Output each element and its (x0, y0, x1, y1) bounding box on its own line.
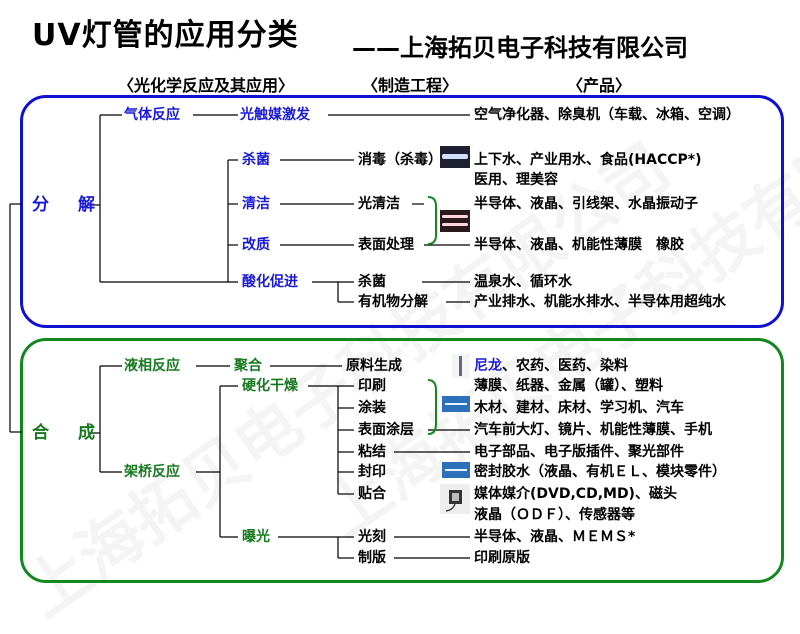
product-film: 薄膜、纸器、金属（罐）、塑料 (474, 378, 663, 394)
branch-modify: 改质 (242, 237, 270, 253)
product-water-1: 上下水、产业用水、食品(HACCP*) (474, 152, 702, 168)
branch-gas-reaction: 气体反应 (124, 107, 180, 123)
company-name: ——上海拓贝电子科技有限公司 (352, 34, 688, 62)
process-surface-treat: 表面处理 (358, 237, 414, 253)
branch-exposure: 曝光 (242, 529, 270, 545)
product-semiconductor-1: 半导体、液晶、引线架、水晶振动子 (474, 196, 698, 212)
process-seal: 封印 (358, 464, 386, 480)
uv-lamp-image-4 (442, 396, 470, 412)
branch-photocatalyst: 光触媒激发 (240, 107, 310, 123)
process-optical-clean: 光清洁 (358, 196, 400, 212)
uv-lamp-image-6 (440, 484, 470, 514)
header-reaction: 〈光化学反应及其应用〉 (118, 76, 295, 95)
header-process: 〈制造工程〉 (362, 76, 459, 95)
process-print: 印刷 (358, 378, 386, 394)
uv-lamp-image-1 (440, 146, 470, 168)
process-coat: 涂装 (358, 400, 386, 416)
branch-oxidize: 酸化促进 (242, 274, 298, 290)
branch-clean: 清洁 (242, 196, 270, 212)
product-mems: 半导体、液晶、ＭＥＭＳ* (474, 529, 636, 545)
product-nylon-highlight: 尼龙 (474, 358, 502, 374)
decompose-label: 分 解 (32, 195, 101, 215)
product-nylon-rest: 、农药、医药、染料 (502, 358, 628, 374)
process-organic-decompose: 有机物分解 (358, 294, 428, 310)
product-headlight: 汽车前大灯、镜片、机能性薄膜、手机 (474, 422, 712, 438)
process-raw-material: 原料生成 (346, 358, 402, 374)
header-product: 〈产品〉 (567, 76, 632, 95)
decompose-group (20, 95, 784, 328)
connector-lines (9, 114, 470, 559)
product-air-purifier: 空气净化器、除臭机（车载、冰箱、空调） (474, 107, 740, 123)
product-spa-water: 温泉水、循环水 (474, 274, 572, 290)
branch-polymerize: 聚合 (234, 358, 262, 374)
synthesis-label: 合 成 (32, 423, 101, 443)
branch-liquid-reaction: 液相反应 (124, 358, 180, 374)
process-bond: 粘结 (358, 444, 386, 460)
product-sealant: 密封胶水（液晶、有机ＥＬ、模块零件） (474, 464, 726, 480)
synthesis-group (20, 338, 784, 583)
process-surface-coat: 表面涂层 (358, 422, 414, 438)
process-plate-making: 制版 (358, 550, 386, 566)
branch-sterilize: 杀菌 (242, 152, 270, 168)
product-water-2: 医用、理美容 (474, 172, 558, 188)
process-lithography: 光刻 (358, 529, 386, 545)
uv-lamp-image-2 (440, 210, 470, 232)
product-electronic-parts: 电子部品、电子版插件、聚光部件 (474, 444, 684, 460)
process-disinfect: 消毒（杀毒） (358, 152, 442, 168)
process-laminate: 贴合 (358, 486, 386, 502)
page-title: UV灯管的应用分类 (32, 18, 299, 53)
product-nylon: 尼龙、农药、医药、染料 (474, 357, 628, 375)
uv-lamp-image-5 (442, 462, 470, 478)
uv-lamp-image-3 (452, 354, 470, 378)
process-oxidize-sterilize: 杀菌 (358, 274, 386, 290)
product-print-plate: 印刷原版 (474, 550, 530, 566)
product-semiconductor-2: 半导体、液晶、机能性薄膜 橡胶 (474, 237, 684, 253)
product-wood: 木材、建材、床材、学习机、汽车 (474, 400, 684, 416)
product-media: 媒体媒介(DVD,CD,MD)、磁头 (474, 486, 677, 502)
product-lcd-sensor: 液晶（ＯＤＦ）、传感器等 (474, 507, 635, 523)
branch-crosslink: 架桥反应 (124, 464, 180, 480)
branch-cure-dry: 硬化干燥 (242, 378, 298, 394)
product-waste-water: 产业排水、机能水排水、半导体用超纯水 (474, 294, 726, 310)
